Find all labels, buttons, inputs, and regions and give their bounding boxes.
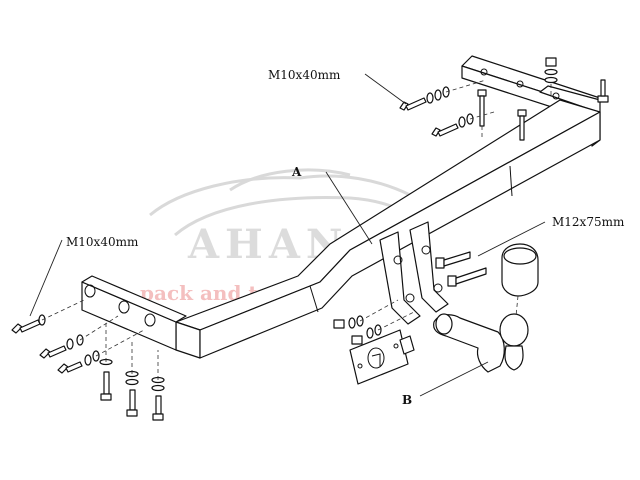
bolt-left-1 — [11, 314, 46, 334]
tow-ball-neck — [433, 313, 529, 373]
label-bolt-upper: M10x40mm — [268, 68, 341, 82]
bolt-vertical-2 — [517, 109, 527, 141]
bolt-far-right — [597, 79, 609, 103]
leader-left-bolt — [29, 239, 63, 317]
tow-ball-cap — [501, 243, 539, 317]
bolt-set-upper — [399, 57, 609, 141]
main-crossbeam — [81, 99, 601, 359]
bolt-upper-1 — [399, 86, 450, 111]
bolt-set-middle — [333, 251, 487, 345]
bolt-middle-2 — [447, 267, 487, 287]
bolt-vertical-left-2 — [125, 370, 139, 417]
label-part-b: B — [402, 393, 412, 407]
label-bolt-left: M10x40mm — [66, 235, 139, 249]
bolt-left-3 — [57, 350, 100, 374]
bolt-upper-2 — [431, 113, 474, 137]
bolt-left-2 — [39, 334, 84, 359]
nut-middle-1 — [333, 315, 364, 329]
label-bolt-ball: M12x75mm — [552, 215, 625, 229]
leader-upper-bolt — [364, 73, 407, 105]
bolt-vertical-left-1 — [99, 358, 113, 401]
bolt-set-left — [11, 299, 165, 421]
socket-plate — [349, 329, 415, 385]
bolt-vertical-1 — [477, 89, 487, 127]
nut-top-right — [544, 57, 558, 84]
ball-mounting-plates — [379, 221, 449, 325]
bolt-middle-1 — [435, 251, 471, 269]
bolt-vertical-left-3 — [151, 376, 165, 421]
leader-part-b — [419, 361, 489, 397]
leader-ball-bolt — [477, 221, 546, 257]
leader-part-a — [325, 171, 373, 245]
label-part-a: A — [291, 165, 302, 179]
